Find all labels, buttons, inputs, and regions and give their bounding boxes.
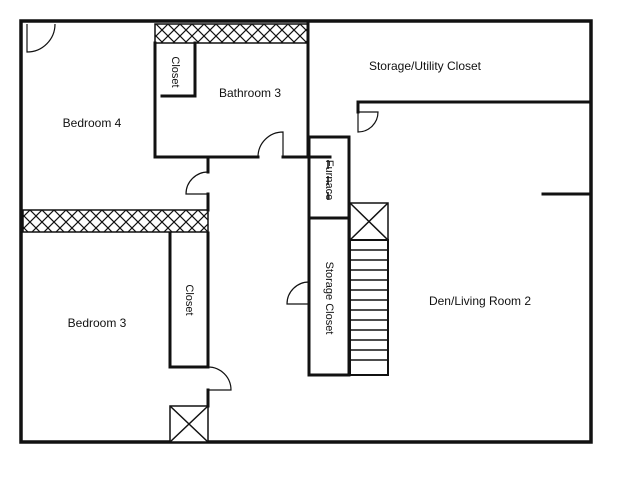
room-label-bathroom-closet: Closet: [169, 56, 181, 87]
outer-wall: [19, 19, 593, 444]
stair-box: [349, 239, 389, 376]
wall-closet-bedroom3: [168, 231, 210, 369]
door-bedroom3: [207, 366, 232, 391]
room-label-bedroom-3: Bedroom 3: [68, 316, 127, 330]
room-label-storage-utility-closet: Storage/Utility Closet: [369, 59, 482, 73]
door-utility: [357, 111, 379, 133]
room-label-furnace: Furnace: [323, 160, 335, 200]
door-bedroom4-entry: [26, 23, 56, 53]
beam-middle-left: [22, 209, 209, 233]
room-label-bedroom-4: Bedroom 4: [63, 116, 122, 130]
chase-bottom-cross: [169, 405, 209, 443]
door-bathroom: [257, 131, 284, 158]
wall-bath-closet: [160, 41, 197, 98]
furnace-box: [307, 135, 351, 220]
door-storage-closet: [286, 281, 310, 305]
chase-stair-top-cross: [349, 202, 389, 241]
room-label-storage-closet: Storage Closet: [323, 262, 335, 335]
beam-top: [154, 23, 309, 44]
room-label-bathroom-3: Bathroom 3: [219, 86, 281, 100]
room-label-den-living-room-2: Den/Living Room 2: [429, 294, 531, 308]
room-label-bedroom3-closet: Closet: [183, 284, 195, 315]
stair-treads: [350, 249, 388, 361]
door-bedroom4: [185, 171, 209, 195]
